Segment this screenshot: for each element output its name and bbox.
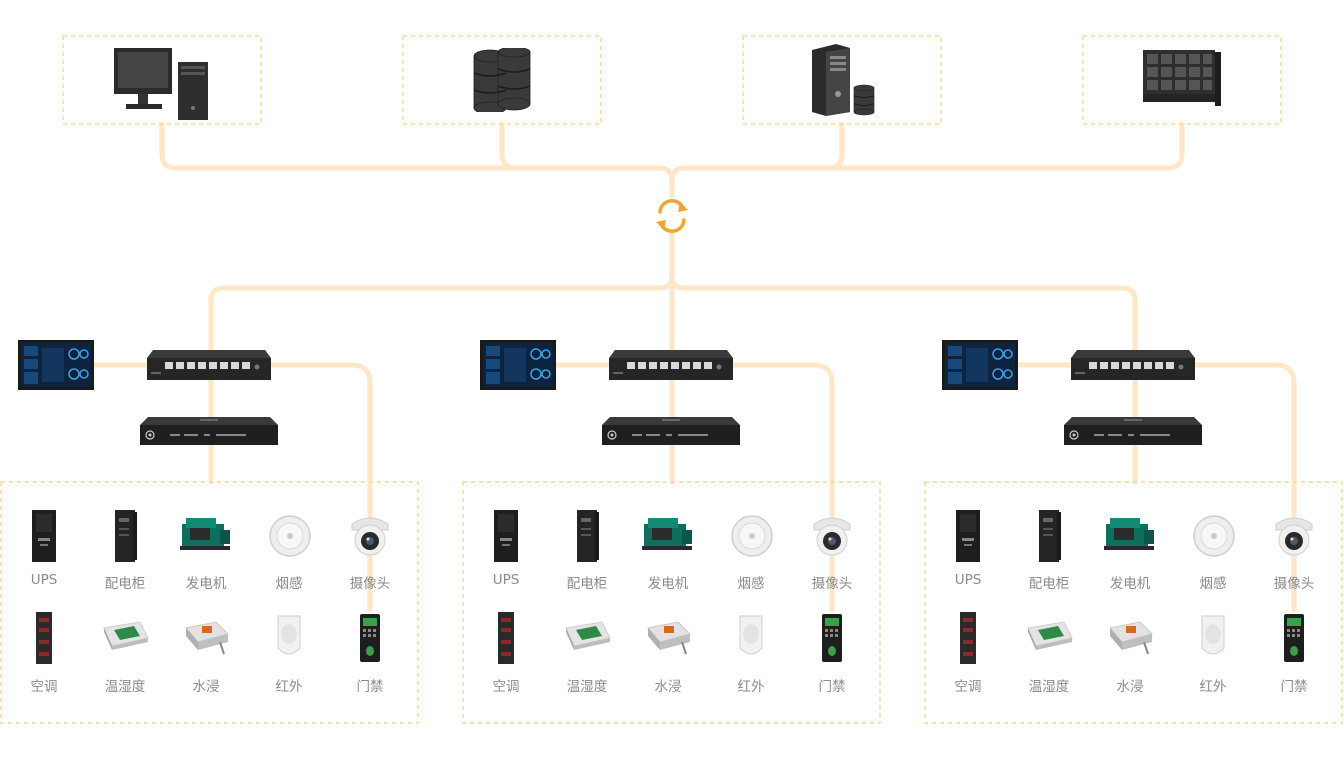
sensor-label: 摄像头 <box>349 576 391 592</box>
water-leak-sensor-icon <box>185 621 229 655</box>
sensor-label: 门禁 <box>818 679 846 695</box>
sensor-label: UPS <box>492 572 520 588</box>
water-leak-sensor-icon <box>1109 621 1153 655</box>
video-wall-icon <box>1143 50 1221 106</box>
top-bus-line-right <box>669 165 1171 185</box>
sensor-label: 烟感 <box>1199 576 1227 592</box>
infrared-sensor-icon <box>1201 615 1225 655</box>
sensor-label: UPS <box>954 572 982 588</box>
sensor-label: UPS <box>30 572 58 588</box>
sensor-label: 温湿度 <box>104 679 146 695</box>
sensor-label: 红外 <box>737 679 765 695</box>
smoke-detector-icon <box>269 515 311 557</box>
sensor-label: 水浸 <box>654 679 682 695</box>
sensor-label: 红外 <box>1199 679 1227 695</box>
thermo-hygrometer-icon <box>103 621 149 651</box>
monitor-workstation-icon <box>114 48 208 120</box>
ups-cabinet-icon <box>494 510 518 562</box>
collector-host-icon <box>602 417 740 445</box>
sensor-label: 空调 <box>30 679 58 695</box>
sensor-label: 摄像头 <box>811 576 853 592</box>
g2-camera-door-line <box>729 362 835 613</box>
server-box-1 <box>62 35 262 125</box>
network-switch-icon <box>1071 350 1195 380</box>
collector-host-icon <box>140 417 278 445</box>
access-control-icon <box>360 614 380 662</box>
infrared-sensor-icon <box>739 615 763 655</box>
sensor-label: 门禁 <box>356 679 384 695</box>
top-drop-line-3 <box>825 121 845 171</box>
touch-panel-icon <box>480 340 556 390</box>
sensor-label: 配电柜 <box>566 576 608 592</box>
power-cabinet-icon <box>1039 510 1061 562</box>
smoke-detector-icon <box>1193 515 1235 557</box>
water-leak-sensor-icon <box>647 621 691 655</box>
top-bus-line-left <box>173 165 675 199</box>
mid-bus-line-left <box>208 273 675 355</box>
sync-arrows-icon <box>656 199 688 233</box>
network-switch-icon <box>147 350 271 380</box>
camera-icon <box>1275 517 1313 556</box>
top-drop-line-1 <box>159 121 179 171</box>
g2-sensor-box <box>462 481 881 724</box>
sensor-label: 烟感 <box>737 576 765 592</box>
smoke-detector-icon <box>731 515 773 557</box>
sensor-label: 红外 <box>275 679 303 695</box>
thermo-hygrometer-icon <box>1027 621 1073 651</box>
air-conditioner-icon <box>36 612 52 664</box>
sensor-label: 水浸 <box>1116 679 1144 695</box>
sensor-label: 发电机 <box>1109 576 1151 592</box>
g1-sensor-box <box>0 481 419 724</box>
sensor-label: 空调 <box>954 679 982 695</box>
sensor-label: 温湿度 <box>566 679 608 695</box>
access-control-icon <box>1284 614 1304 662</box>
sensor-label: 温湿度 <box>1028 679 1070 695</box>
sensor-label: 配电柜 <box>104 576 146 592</box>
air-conditioner-icon <box>960 612 976 664</box>
air-conditioner-icon <box>498 612 514 664</box>
server-box-3 <box>742 35 942 125</box>
infrared-sensor-icon <box>277 615 301 655</box>
g1-camera-door-line <box>267 362 373 613</box>
network-switch-icon <box>609 350 733 380</box>
mid-bus-line-right <box>669 273 1138 355</box>
server-box-4 <box>1082 35 1282 125</box>
sensor-label: 门禁 <box>1280 679 1308 695</box>
sensor-label: 水浸 <box>192 679 220 695</box>
sensor-label: 发电机 <box>647 576 689 592</box>
camera-icon <box>351 517 389 556</box>
access-control-icon <box>822 614 842 662</box>
top-drop-line-4 <box>1165 121 1185 171</box>
sensor-label: 空调 <box>492 679 520 695</box>
sensor-label: 发电机 <box>185 576 227 592</box>
sensor-label: 配电柜 <box>1028 576 1070 592</box>
g3-sensor-box <box>924 481 1343 724</box>
database-icon <box>473 48 531 112</box>
sensor-label: 摄像头 <box>1273 576 1315 592</box>
generator-icon <box>1104 518 1154 550</box>
generator-icon <box>180 518 230 550</box>
generator-icon <box>642 518 692 550</box>
ups-cabinet-icon <box>956 510 980 562</box>
server-tower-icon <box>811 44 875 116</box>
sensor-label: 烟感 <box>275 576 303 592</box>
touch-panel-icon <box>18 340 94 390</box>
top-drop-line-2 <box>499 121 519 171</box>
g3-camera-door-line <box>1191 362 1297 613</box>
power-cabinet-icon <box>577 510 599 562</box>
thermo-hygrometer-icon <box>565 621 611 651</box>
server-box-2 <box>402 35 602 125</box>
collector-host-icon <box>1064 417 1202 445</box>
power-cabinet-icon <box>115 510 137 562</box>
ups-cabinet-icon <box>32 510 56 562</box>
touch-panel-icon <box>942 340 1018 390</box>
camera-icon <box>813 517 851 556</box>
